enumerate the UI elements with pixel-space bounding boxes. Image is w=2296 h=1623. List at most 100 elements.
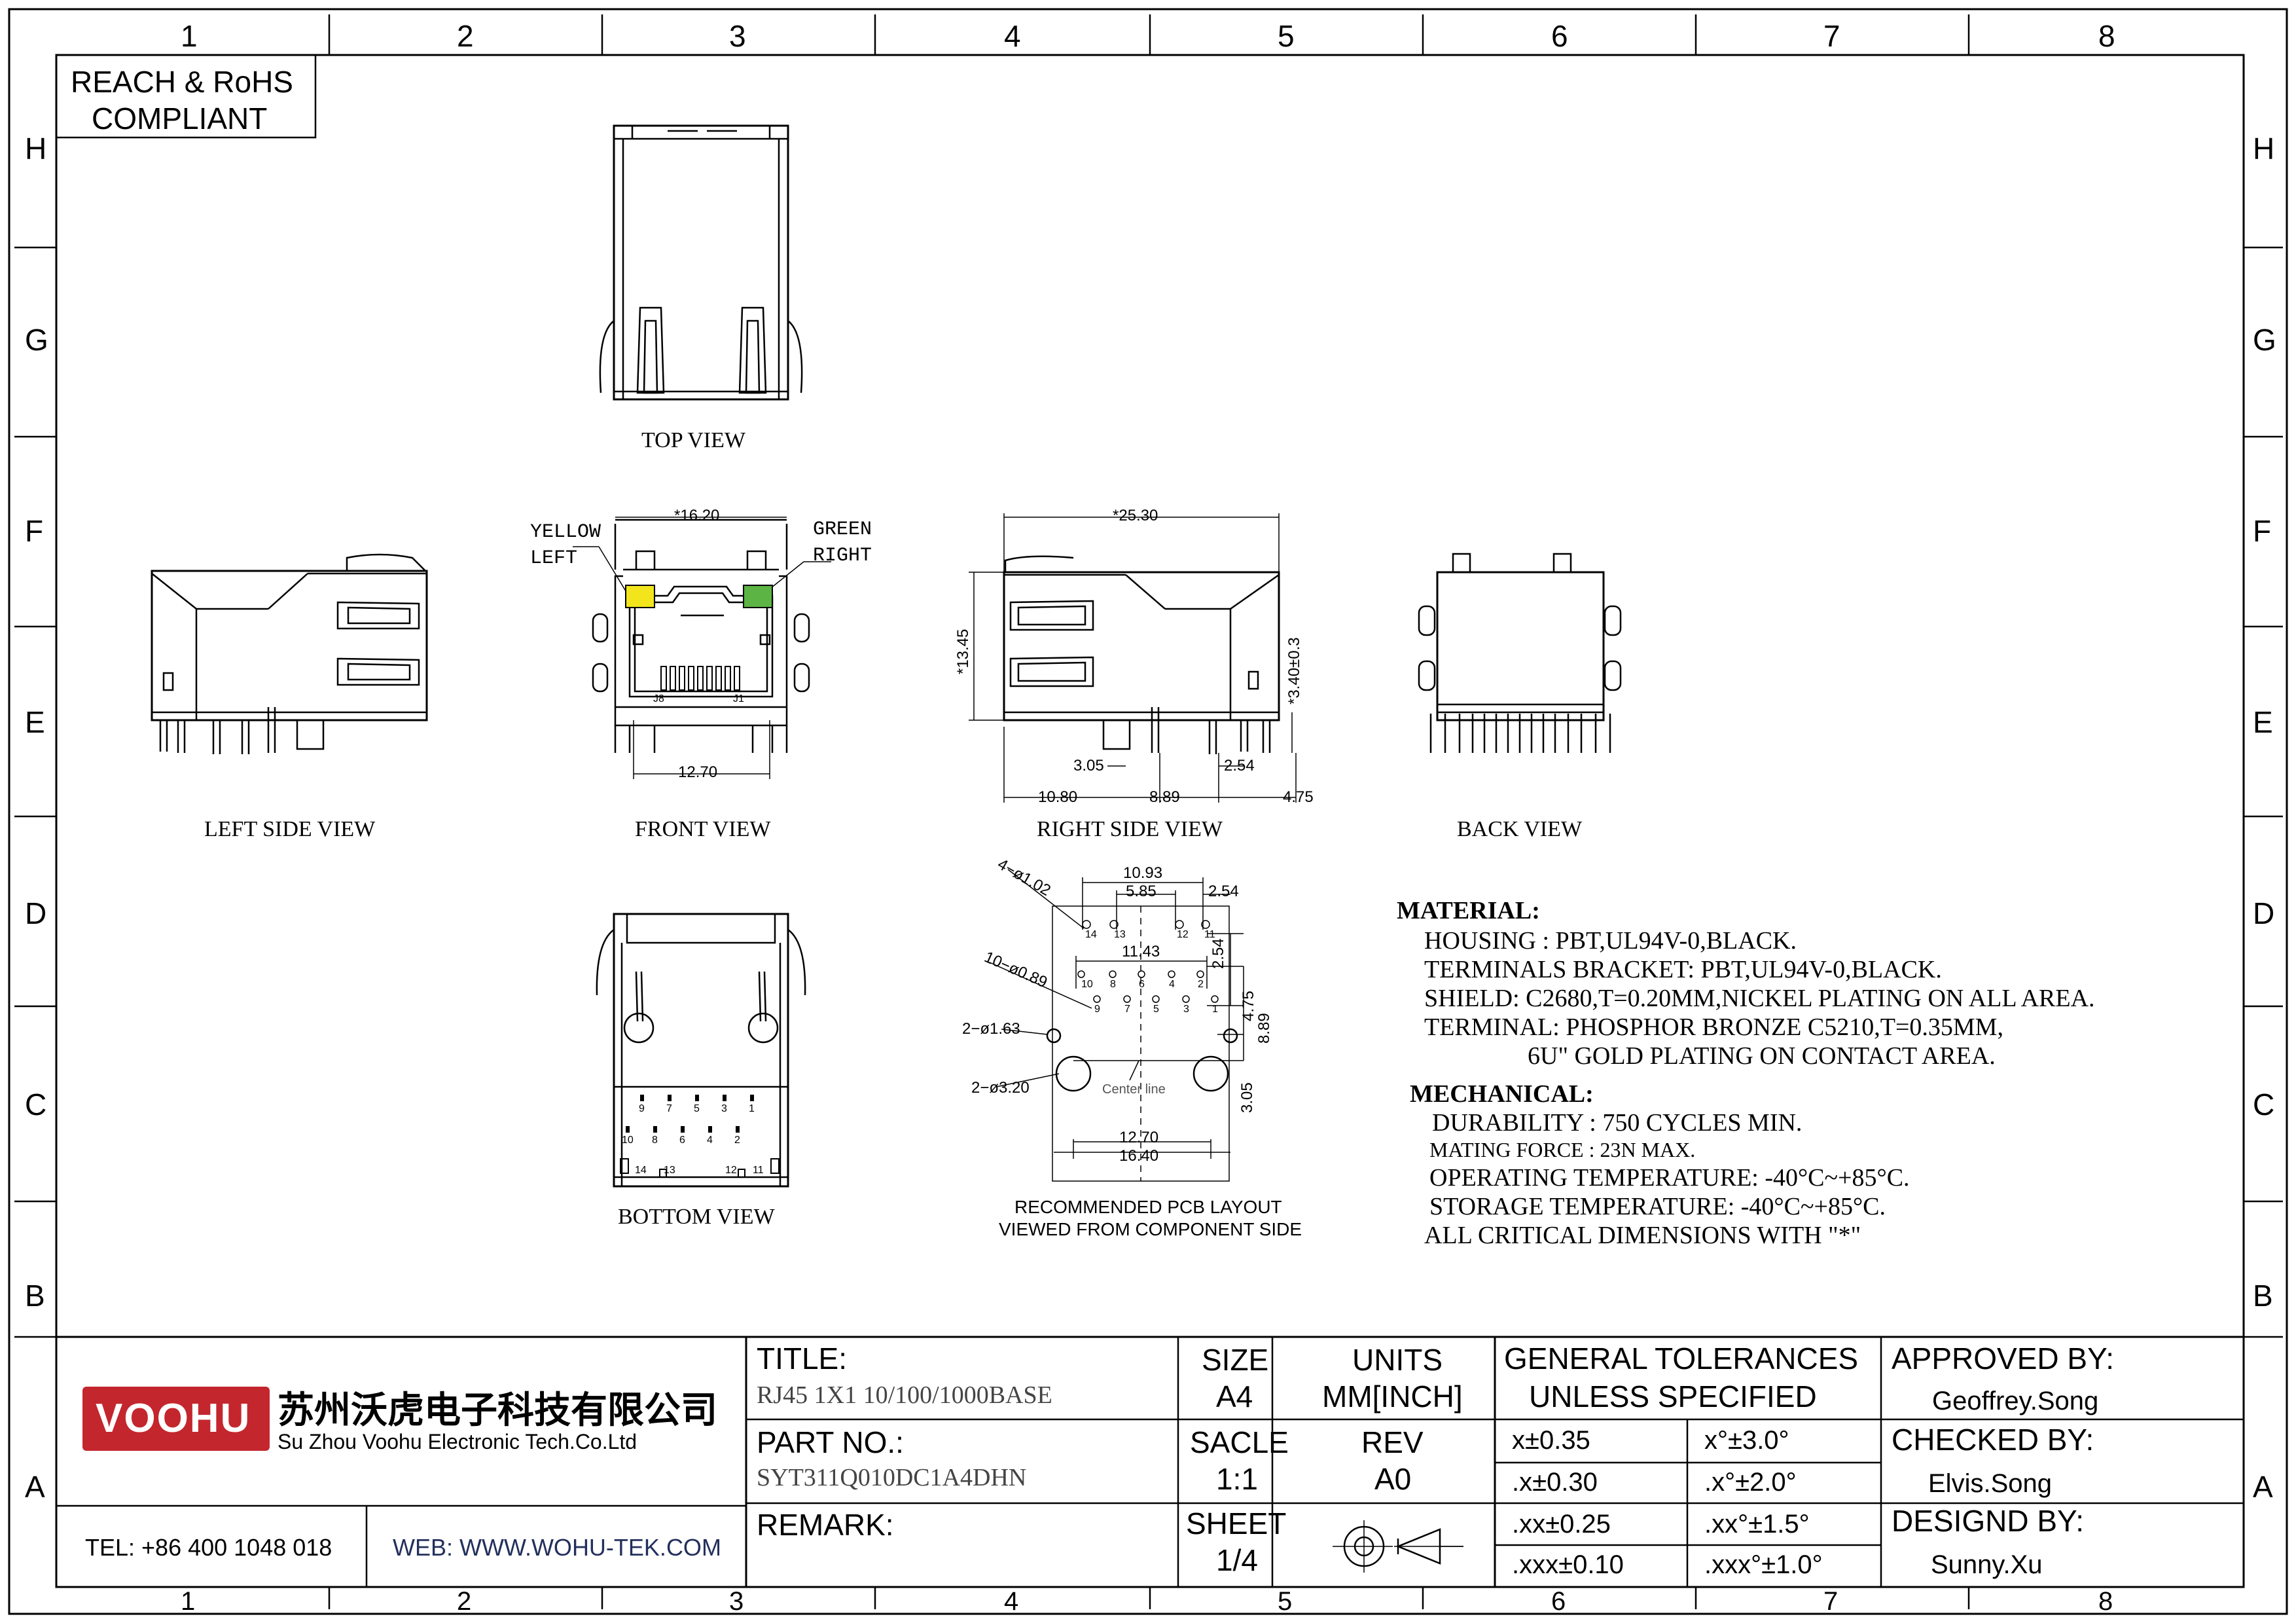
sheet-label: SHEET xyxy=(1186,1506,1287,1541)
material-line: SHIELD: C2680,T=0.20MM,NICKEL PLATING ON… xyxy=(1424,985,2095,1012)
material-line: TERMINAL: PHOSPHOR BRONZE C5210,T=0.35MM… xyxy=(1424,1013,2003,1041)
back-view-caption: BACK VIEW xyxy=(1457,817,1583,841)
bottom-pin-label: 1 xyxy=(749,1103,755,1114)
row-label-d-right: D xyxy=(2253,896,2275,930)
pcb-pin-label: 13 xyxy=(1114,929,1126,940)
approved-by-value: Geoffrey.Song xyxy=(1932,1387,2099,1415)
material-line: 6U" GOLD PLATING ON CONTACT AREA. xyxy=(1528,1042,1996,1070)
designed-by-label: DESIGND BY: xyxy=(1892,1504,2084,1538)
bottom-pin-label: 11 xyxy=(753,1165,764,1176)
bottom-pin-label: 9 xyxy=(639,1103,645,1114)
tolerance-angular: .xx°±1.5° xyxy=(1704,1510,1810,1539)
pcb-dim-c: 2.54 xyxy=(1208,883,1239,900)
pcb-pin-label: 3 xyxy=(1183,1004,1189,1015)
row-label-g-right: G xyxy=(2253,323,2276,357)
pcb-hole-2b: 2−ø3.20 xyxy=(971,1079,1030,1097)
compliance-line-2: COMPLIANT xyxy=(92,101,268,136)
company-logo-text: VOOHU xyxy=(96,1396,251,1441)
company-telephone: TEL: +86 400 1048 018 xyxy=(85,1534,332,1561)
pcb-pin-label: 7 xyxy=(1124,1004,1130,1015)
compliance-line-1: REACH & RoHS xyxy=(71,65,293,99)
column-label-8: 8 xyxy=(2098,19,2115,53)
green-led xyxy=(743,585,773,608)
row-label-f: F xyxy=(25,514,44,548)
left-side-view-caption: LEFT SIDE VIEW xyxy=(204,817,376,841)
bottom-pin-label: 8 xyxy=(652,1135,658,1146)
units-label: UNITS xyxy=(1352,1343,1443,1377)
tolerance-angular: .x°±2.0° xyxy=(1704,1468,1797,1497)
right-dim-8-89: 8.89 xyxy=(1149,788,1180,806)
pcb-pin-label: 14 xyxy=(1085,929,1097,940)
material-line: TERMINALS BRACKET: PBT,UL94V-0,BLACK. xyxy=(1424,956,1942,983)
right-led-label: RIGHT xyxy=(813,545,872,567)
pcb-pin-label: 12 xyxy=(1177,929,1189,940)
row-label-e-right: E xyxy=(2253,705,2273,739)
pcb-dim-e: 2.54 xyxy=(1210,938,1227,969)
pcb-hole-2a: 2−ø1.63 xyxy=(962,1020,1020,1038)
column-label-6-bottom: 6 xyxy=(1551,1587,1566,1616)
approved-by-label: APPROVED BY: xyxy=(1892,1341,2115,1376)
material-line: HOUSING : PBT,UL94V-0,BLACK. xyxy=(1424,927,1797,955)
sheet-value: 1/4 xyxy=(1216,1543,1258,1577)
pcb-pin-label: 5 xyxy=(1153,1004,1159,1015)
pcb-pin-label: 10 xyxy=(1081,979,1093,990)
revision-value: A0 xyxy=(1374,1462,1412,1496)
mechanical-line: ALL CRITICAL DIMENSIONS WITH "*" xyxy=(1424,1222,1861,1249)
tolerance-linear: .xxx±0.10 xyxy=(1512,1550,1624,1579)
pcb-pin-label: 1 xyxy=(1212,1004,1218,1015)
right-dim-2-54: 2.54 xyxy=(1224,757,1255,775)
bottom-pin-label: 14 xyxy=(635,1165,647,1176)
column-label-2-bottom: 2 xyxy=(457,1587,472,1616)
pcb-dim-a: 10.93 xyxy=(1123,864,1163,882)
column-label-7: 7 xyxy=(1823,19,1840,53)
pcb-layout-caption-2: VIEWED FROM COMPONENT SIDE xyxy=(999,1219,1302,1239)
right-dim-10-80: 10.80 xyxy=(1038,788,1078,806)
pcb-pin-label: 8 xyxy=(1110,979,1116,990)
bottom-pin-label: 2 xyxy=(734,1135,740,1146)
j8-label: J8 xyxy=(653,693,664,704)
column-label-8-bottom: 8 xyxy=(2098,1587,2113,1616)
scale-value: 1:1 xyxy=(1216,1462,1258,1496)
pcb-center-line-label: Center line xyxy=(1102,1082,1166,1097)
column-label-1-bottom: 1 xyxy=(181,1587,196,1616)
row-label-b: B xyxy=(25,1279,45,1313)
right-dim-3-05: 3.05 xyxy=(1073,757,1104,775)
bottom-pin-label: 7 xyxy=(666,1103,672,1114)
column-label-1: 1 xyxy=(181,19,198,53)
pcb-dim-j: 16.40 xyxy=(1119,1147,1159,1165)
checked-by-value: Elvis.Song xyxy=(1928,1469,2052,1498)
row-label-e: E xyxy=(25,705,45,739)
row-label-h: H xyxy=(25,132,47,166)
units-value: MM[INCH] xyxy=(1322,1379,1463,1413)
tolerance-linear: x±0.35 xyxy=(1512,1426,1590,1455)
revision-label: REV xyxy=(1361,1425,1424,1459)
left-led-label: LEFT xyxy=(530,547,578,570)
pcb-pin-label: 11 xyxy=(1204,929,1215,940)
right-side-view-caption: RIGHT SIDE VIEW xyxy=(1037,817,1223,841)
pcb-dim-g: 8.89 xyxy=(1255,1013,1273,1044)
company-name-english: Su Zhou Voohu Electronic Tech.Co.Ltd xyxy=(278,1430,637,1453)
bottom-view-caption: BOTTOM VIEW xyxy=(618,1205,775,1229)
bottom-pin-label: 4 xyxy=(707,1135,713,1146)
row-label-a-right: A xyxy=(2253,1470,2273,1504)
right-height-dimension: *13.45 xyxy=(954,629,972,674)
bottom-pin-label: 6 xyxy=(679,1135,685,1146)
title-label: TITLE: xyxy=(757,1341,848,1376)
pcb-pin-label: 2 xyxy=(1198,979,1204,990)
mechanical-line: DURABILITY : 750 CYCLES MIN. xyxy=(1432,1109,1803,1137)
tolerance-linear: .x±0.30 xyxy=(1512,1468,1598,1497)
tolerance-heading-2: UNLESS SPECIFIED xyxy=(1529,1379,1817,1413)
right-dim-4-75: 4.75 xyxy=(1283,788,1314,806)
row-label-b-right: B xyxy=(2253,1279,2273,1313)
size-label: SIZE xyxy=(1202,1343,1269,1377)
remark-label: REMARK: xyxy=(757,1508,894,1542)
pcb-dim-i: 12.70 xyxy=(1119,1129,1159,1146)
column-label-3: 3 xyxy=(729,19,746,53)
row-label-g: G xyxy=(25,323,48,357)
right-length-dimension: *25.30 xyxy=(1113,507,1158,524)
front-pitch-dimension: 12.70 xyxy=(678,763,718,781)
top-view-caption: TOP VIEW xyxy=(641,428,745,452)
pcb-pin-label: 6 xyxy=(1139,979,1145,990)
pcb-dim-h: 3.05 xyxy=(1238,1082,1256,1113)
